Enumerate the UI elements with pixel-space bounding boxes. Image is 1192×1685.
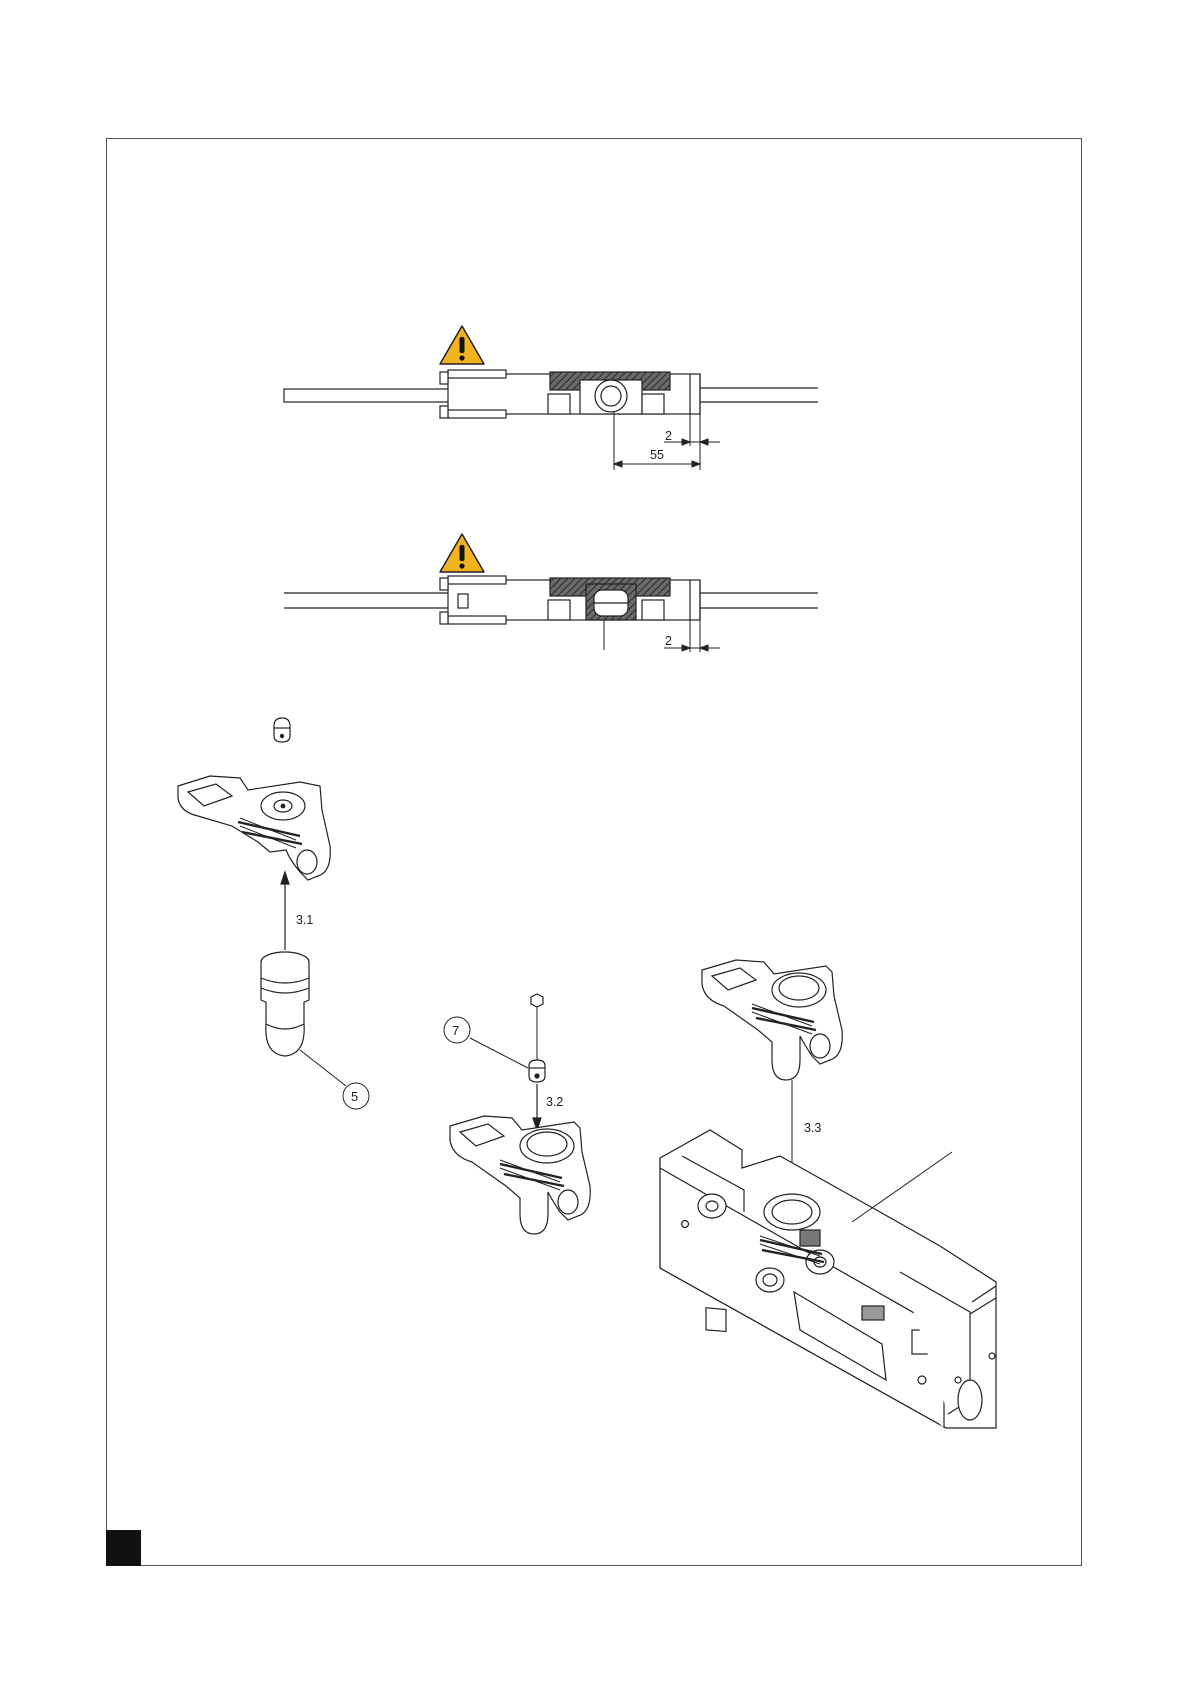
clamp-housing (660, 1130, 996, 1428)
warning-triangle-icon (440, 534, 484, 572)
step-3-3-assembly (660, 960, 996, 1428)
step-3-1-assembly (178, 718, 346, 1086)
svg-text:5: 5 (351, 1089, 358, 1104)
dimension-label-55: 55 (650, 448, 664, 462)
grub-screw-7 (529, 1060, 545, 1082)
clamp-bracket-3-3 (702, 960, 842, 1080)
step-3-2-assembly (450, 994, 590, 1234)
warning-triangle-icon (440, 326, 484, 364)
step-label-3-2: 3.2 (546, 1095, 563, 1109)
clamp-body-middle (440, 576, 700, 624)
dimension-label-2-top: 2 (665, 429, 672, 443)
top-section-view: 2 55 (284, 326, 818, 470)
callout-7: 7 (444, 1017, 470, 1043)
glass-pane-left (284, 389, 454, 402)
middle-section-view: 2 (284, 534, 818, 652)
clamp-bracket-3-1 (178, 776, 330, 880)
callout-5: 5 (343, 1083, 369, 1109)
dimension-label-2-middle: 2 (665, 634, 672, 648)
svg-text:7: 7 (452, 1023, 459, 1038)
clamp-bracket-3-2 (450, 1116, 590, 1234)
clamp-body-top (440, 370, 700, 418)
cap-part (274, 718, 290, 742)
handle-part-5 (261, 952, 309, 1056)
step-label-3-1: 3.1 (296, 913, 313, 927)
step-label-3-3: 3.3 (804, 1121, 821, 1135)
dimension-lines-middle (604, 620, 720, 652)
hex-key-icon (531, 994, 543, 1007)
